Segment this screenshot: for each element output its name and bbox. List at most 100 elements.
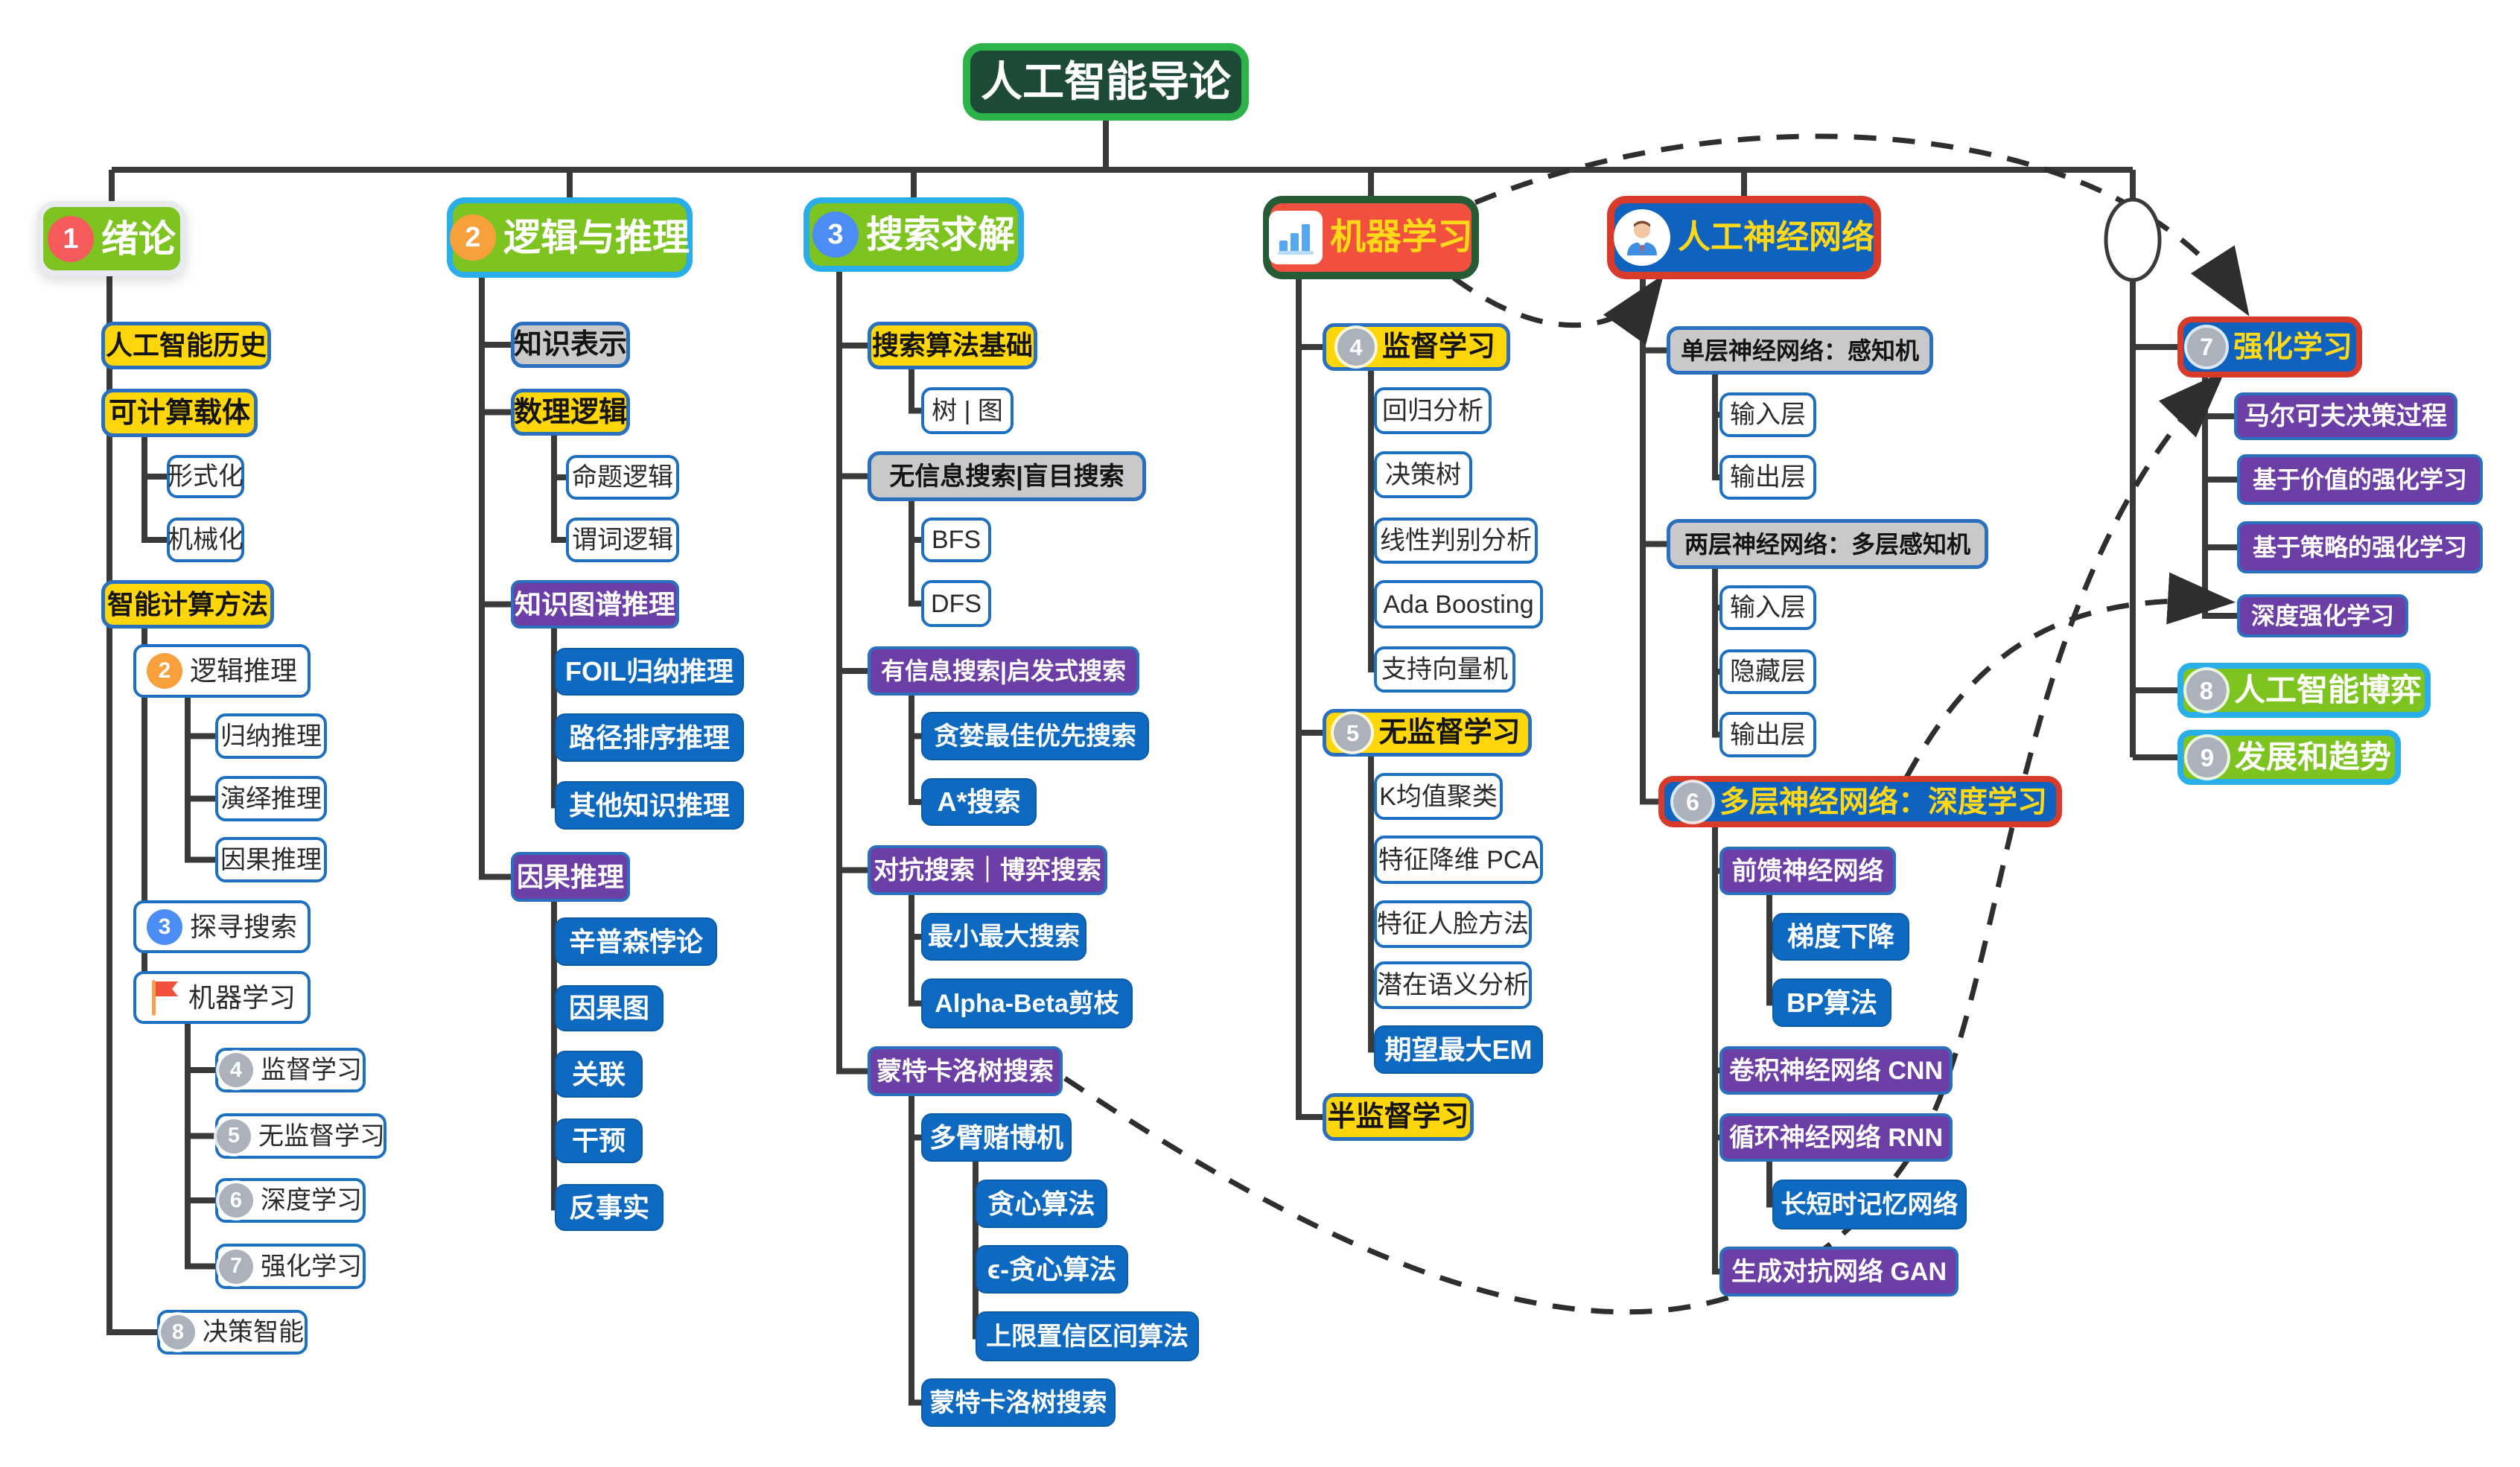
node-n410[interactable]: 特征人脸方法 — [1374, 900, 1532, 948]
node-label: 人工神经网络 — [1678, 219, 1874, 255]
node-label: 无监督学习 — [1378, 717, 1521, 748]
node-n203[interactable]: 命题逻辑 — [566, 455, 679, 500]
node-n403[interactable]: 决策树 — [1374, 451, 1472, 498]
node-n312[interactable]: 蒙特卡洛树搜索 — [868, 1046, 1063, 1096]
node-n502[interactable]: 输入层 — [1719, 392, 1816, 437]
node-n412[interactable]: 期望最大EM — [1374, 1025, 1543, 1074]
node-r5[interactable]: 深度强化学习 — [2237, 594, 2408, 637]
node-n413[interactable]: 半监督学习 — [1323, 1093, 1474, 1141]
node-n208[interactable]: 其他知识推理 — [555, 781, 744, 830]
node-n503[interactable]: 输出层 — [1719, 455, 1816, 500]
node-n509[interactable]: 前馈神经网络 — [1719, 847, 1896, 895]
node-label: 线性判别分析 — [1380, 526, 1532, 555]
node-n207[interactable]: 路径排序推理 — [555, 713, 744, 762]
node-n204[interactable]: 谓词逻辑 — [566, 518, 679, 562]
node-n212[interactable]: 关联 — [555, 1051, 643, 1098]
node-label: 长短时记忆网络 — [1781, 1190, 1959, 1219]
node-n306[interactable]: 有信息搜索|启发式搜索 — [868, 646, 1139, 696]
node-n210[interactable]: 辛普森悖论 — [555, 917, 717, 966]
node-n313[interactable]: 多臂赌博机 — [921, 1113, 1072, 1162]
node-n304[interactable]: BFS — [921, 518, 991, 562]
node-n109[interactable]: 因果推理 — [215, 837, 327, 882]
node-n303[interactable]: 无信息搜索|盲目搜索 — [868, 451, 1146, 501]
node-n515[interactable]: 生成对抗网络 GAN — [1719, 1247, 1959, 1296]
node-n308[interactable]: A*搜索 — [921, 778, 1037, 826]
node-n411[interactable]: 潜在语义分析 — [1374, 961, 1532, 1009]
node-n211[interactable]: 因果图 — [555, 985, 664, 1031]
node-n301[interactable]: 搜索算法基础 — [868, 322, 1037, 369]
node-r4[interactable]: 基于策略的强化学习 — [2237, 521, 2483, 573]
node-n512[interactable]: 卷积神经网络 CNN — [1719, 1046, 1953, 1095]
node-n507[interactable]: 输出层 — [1719, 712, 1816, 757]
node-n102[interactable]: 可计算载体 — [101, 389, 258, 437]
node-n201[interactable]: 知识表示 — [511, 322, 630, 368]
badge-7: 7 — [2187, 328, 2226, 366]
node-n103[interactable]: 形式化 — [167, 455, 244, 498]
node-root[interactable]: 人工智能导论 — [963, 43, 1249, 121]
node-label: 关联 — [571, 1058, 626, 1089]
node-n111[interactable]: 机器学习 — [133, 971, 311, 1024]
node-n406[interactable]: 支持向量机 — [1374, 646, 1515, 693]
node-n206[interactable]: FOIL归纳推理 — [555, 648, 744, 696]
node-b4[interactable]: 机器学习 — [1263, 196, 1479, 279]
node-n307[interactable]: 贪婪最佳优先搜索 — [921, 712, 1149, 760]
node-n514[interactable]: 长短时记忆网络 — [1772, 1180, 1967, 1229]
node-n511[interactable]: BP算法 — [1772, 978, 1891, 1027]
node-n513[interactable]: 循环神经网络 RNN — [1719, 1113, 1953, 1162]
node-n202[interactable]: 数理逻辑 — [511, 389, 630, 436]
node-n309[interactable]: 对抗搜索｜博弈搜索 — [868, 845, 1107, 895]
node-n505[interactable]: 输入层 — [1719, 585, 1816, 630]
node-n317[interactable]: 蒙特卡洛树搜索 — [921, 1378, 1116, 1427]
node-n205[interactable]: 知识图谱推理 — [511, 580, 679, 629]
node-n310[interactable]: 最小最大搜索 — [921, 913, 1086, 961]
node-r3[interactable]: 基于价值的强化学习 — [2237, 454, 2483, 505]
node-n409[interactable]: 特征降维 PCA — [1374, 836, 1543, 884]
node-n404[interactable]: 线性判别分析 — [1374, 518, 1538, 564]
node-r2[interactable]: 马尔可夫决策过程 — [2234, 392, 2457, 440]
node-n408[interactable]: K均值聚类 — [1374, 773, 1503, 820]
node-n402[interactable]: 回归分析 — [1374, 387, 1492, 434]
node-n214[interactable]: 反事实 — [555, 1184, 664, 1231]
node-label: 人工智能导论 — [981, 58, 1231, 105]
node-label: 路径排序推理 — [568, 722, 730, 753]
node-b5[interactable]: 人工神经网络 — [1607, 196, 1881, 279]
node-n311[interactable]: Alpha-Beta剪枝 — [921, 978, 1133, 1028]
node-n108[interactable]: 演绎推理 — [215, 776, 327, 821]
node-label: 机器学习 — [1330, 217, 1474, 257]
node-n510[interactable]: 梯度下降 — [1772, 913, 1909, 961]
node-n314[interactable]: 贪心算法 — [976, 1180, 1107, 1228]
node-n501[interactable]: 单层神经网络：感知机 — [1667, 326, 1933, 375]
node-n316[interactable]: 上限置信区间算法 — [976, 1311, 1199, 1361]
node-n405[interactable]: Ada Boosting — [1374, 580, 1543, 629]
node-n101[interactable]: 人工智能历史 — [101, 322, 271, 369]
node-n315[interactable]: ϵ-贪心算法 — [976, 1245, 1128, 1293]
node-n504[interactable]: 两层神经网络：多层感知机 — [1667, 519, 1988, 569]
node-n213[interactable]: 干预 — [555, 1118, 643, 1163]
node-n302[interactable]: 树 | 图 — [921, 387, 1014, 434]
node-n107[interactable]: 归纳推理 — [215, 713, 327, 759]
collapsed-node-oval[interactable] — [2104, 197, 2162, 282]
badge-6: 6 — [219, 1183, 253, 1218]
node-n305[interactable]: DFS — [921, 580, 991, 627]
node-n105[interactable]: 智能计算方法 — [101, 580, 274, 629]
node-n506[interactable]: 隐藏层 — [1719, 649, 1816, 694]
node-n209[interactable]: 因果推理 — [511, 852, 630, 902]
node-n104[interactable]: 机械化 — [167, 518, 244, 562]
node-label: 多臂赌博机 — [929, 1121, 1063, 1153]
